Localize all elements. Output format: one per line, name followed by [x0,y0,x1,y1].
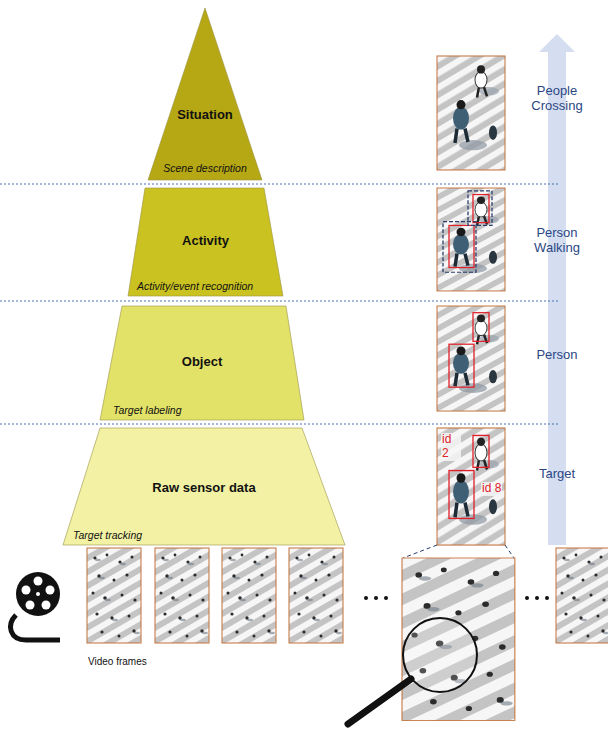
photo-situation [437,56,505,170]
level-separator [0,424,560,425]
photo-activity [468,191,492,226]
video-frame [222,548,276,643]
level-title: Object [182,355,222,370]
level-title: Situation [177,108,233,123]
film-reel-icon [11,615,60,640]
video-frame [87,548,141,643]
ellipsis-dots [374,596,378,600]
level-label: Person [522,348,592,363]
photo-object [437,306,505,411]
video-frame [289,548,343,643]
video-frame [556,548,608,643]
trapezoid-outline [63,428,345,545]
track-id: id 2 [441,433,461,461]
film-reel-icon [46,586,55,595]
photo-situation [437,56,505,170]
film-reel-icon [34,577,43,586]
level-subtitle: Target tracking [73,529,142,541]
trapezoid-outline [128,188,283,296]
video-frame [155,548,209,643]
film-reel-icon [16,572,60,616]
photo-object [437,306,505,411]
video-frame [155,548,209,643]
pyramid-level: ActivityActivity/event recognition [128,188,283,296]
photo-activity [443,222,476,273]
frames-caption: Video frames [88,656,147,668]
level-separator [0,184,560,185]
ellipsis-dots [545,596,549,600]
ellipsis-dots [364,596,368,600]
level-label: People Crossing [522,84,592,114]
video-frame [402,558,515,720]
photo-target [437,428,505,545]
video-frame [289,548,343,643]
level-subtitle: Activity/event recognition [137,280,253,292]
photo-activity [437,188,505,291]
level-label: Target [522,467,592,482]
level-shape [148,8,262,180]
ellipsis-dots [364,596,549,600]
video-frame [556,548,608,643]
video-frame [289,548,343,643]
film-reel-icon [26,601,35,610]
track-id: id 8 [481,482,502,496]
photo-situation [437,56,505,170]
trapezoid-outline [100,306,304,420]
zoom-line [403,545,514,558]
level-subtitle: Scene description [163,162,246,174]
video-frame [222,548,276,643]
video-frame [222,548,276,643]
zoom-line [505,545,514,558]
film-reel-icon [36,592,40,596]
video-frame [87,548,141,643]
photo-activity [437,188,505,291]
video-frame [155,548,209,643]
video-frame [556,548,608,643]
magnifier-icon [403,618,477,692]
level-subtitle: Target labeling [113,404,182,416]
ellipsis-dots [384,596,388,600]
film-reel-icon [42,601,51,610]
photo-object [437,306,505,411]
level-separator [0,184,560,424]
photo-activity [449,195,489,268]
photo-target [437,428,505,545]
level-label: Person Walking [522,226,592,256]
pyramid-level: SituationScene description [148,8,262,180]
video-frame [402,558,515,720]
level-title: Activity [182,234,229,249]
level-separator [0,301,560,302]
trapezoid-outline [148,8,262,180]
video-frame [87,548,141,643]
magnifier-icon [348,679,411,724]
magnifier-icon [348,618,477,724]
ellipsis-dots [525,596,529,600]
photo-target [437,428,505,545]
pyramid-level: ObjectTarget labeling [100,306,304,420]
pyramid-level: Raw sensor dataTarget tracking [63,428,345,545]
photo-object [449,313,489,387]
video-frame [402,558,515,720]
ellipsis-dots [535,596,539,600]
film-reel-icon [22,586,31,595]
photo-activity [437,188,505,291]
zoom-line [403,545,437,558]
level-title: Raw sensor data [152,481,255,496]
video-frame [87,548,608,720]
film-reel-icon [11,572,60,640]
